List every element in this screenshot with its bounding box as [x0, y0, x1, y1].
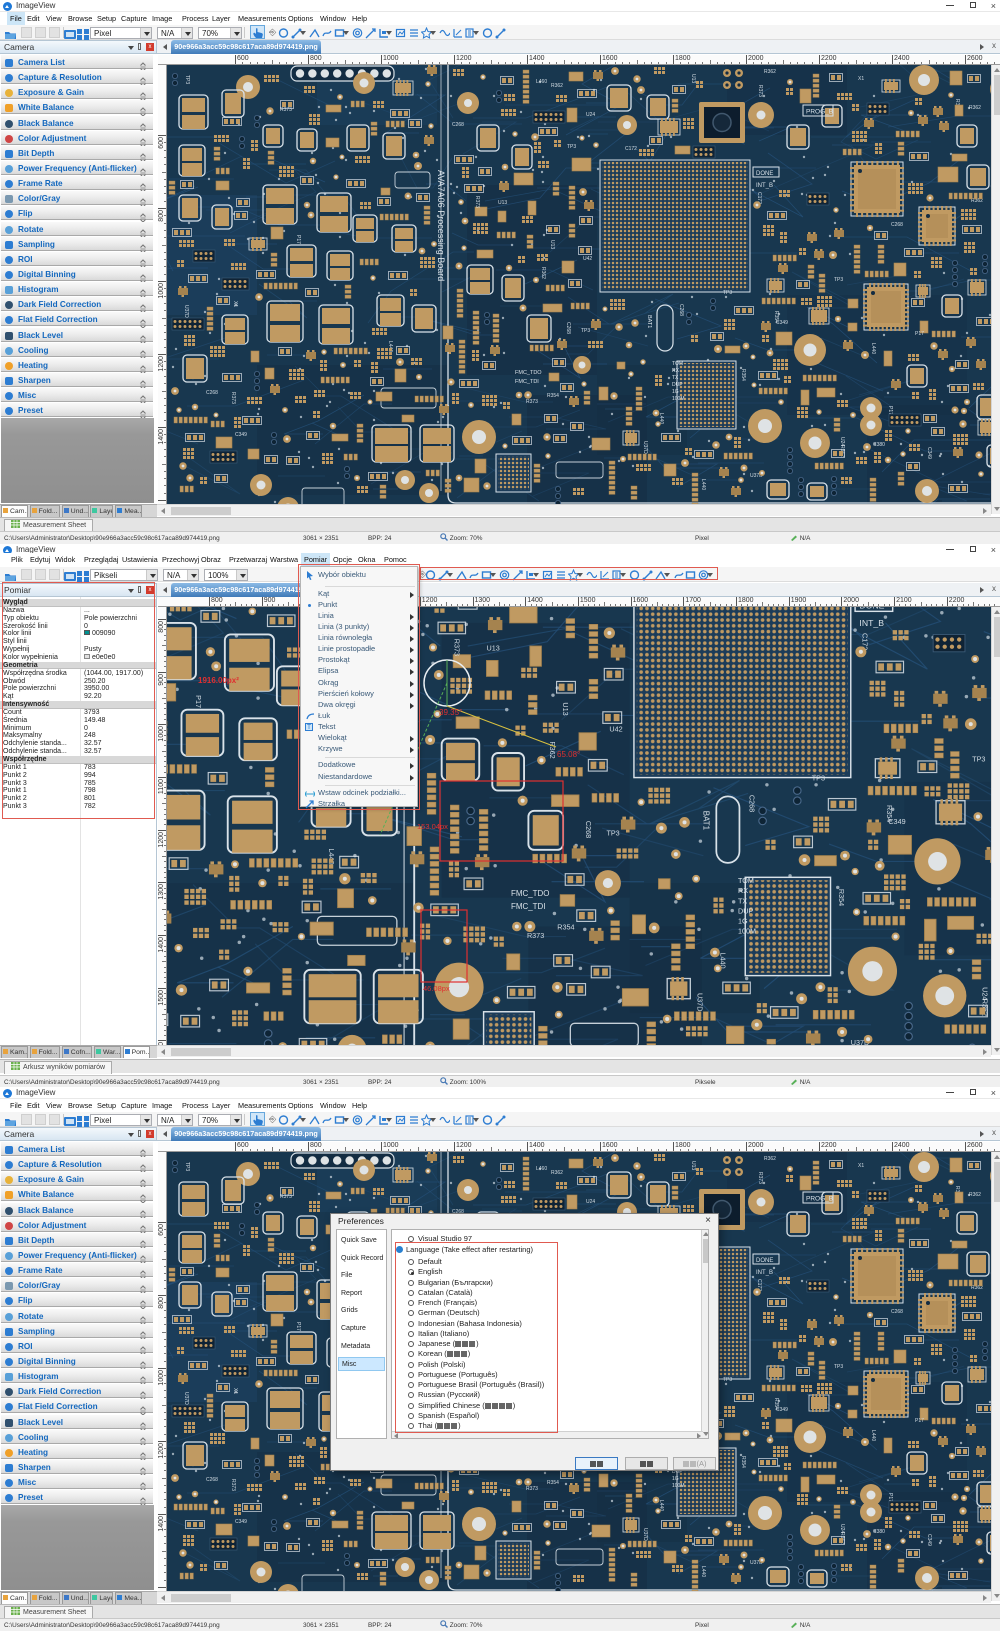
- svg-text:65.08°: 65.08°: [557, 750, 580, 759]
- svg-text:153.04px: 153.04px: [417, 822, 448, 831]
- svg-text:39.35°: 39.35°: [439, 708, 462, 717]
- svg-text:1916.00px²: 1916.00px²: [198, 676, 239, 685]
- svg-text:46.08px: 46.08px: [423, 984, 450, 993]
